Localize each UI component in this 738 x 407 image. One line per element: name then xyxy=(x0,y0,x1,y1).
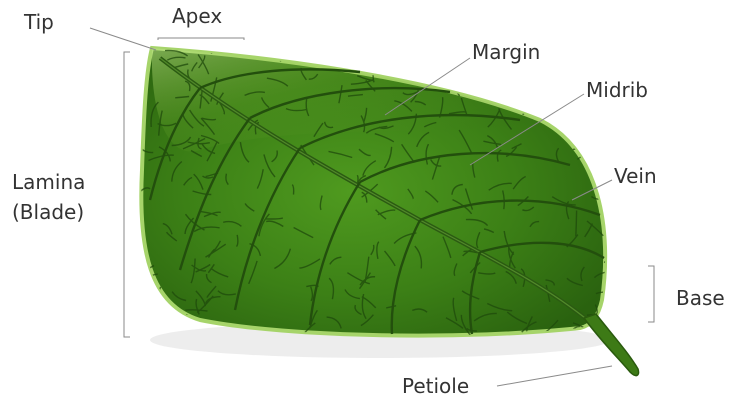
label-tip: Tip xyxy=(24,12,54,32)
label-lamina: Lamina xyxy=(12,172,85,192)
tertiary-vein xyxy=(142,319,152,329)
tertiary-vein xyxy=(227,29,241,51)
label-margin: Margin xyxy=(472,42,540,62)
tertiary-vein xyxy=(427,75,437,82)
tertiary-vein xyxy=(581,51,587,65)
label-midrib: Midrib xyxy=(586,80,648,100)
label-vein: Vein xyxy=(614,166,657,186)
label-blade: (Blade) xyxy=(12,202,84,222)
tertiary-vein xyxy=(566,63,571,83)
tertiary-vein xyxy=(587,123,602,137)
label-base: Base xyxy=(676,288,725,308)
tertiary-vein xyxy=(509,66,522,70)
tertiary-vein xyxy=(271,37,282,55)
tertiary-vein xyxy=(397,57,420,61)
tertiary-vein xyxy=(597,64,602,74)
tertiary-vein xyxy=(490,89,493,99)
tertiary-vein xyxy=(211,30,212,54)
tertiary-vein xyxy=(370,60,391,73)
tertiary-vein xyxy=(562,125,574,127)
tertiary-vein xyxy=(518,88,535,104)
tertiary-vein xyxy=(510,88,520,102)
tertiary-vein xyxy=(541,59,566,64)
tertiary-vein xyxy=(553,80,564,88)
tertiary-vein xyxy=(468,74,479,88)
tertiary-vein xyxy=(596,131,600,155)
tertiary-vein xyxy=(419,69,422,82)
tertiary-vein xyxy=(607,42,614,59)
tertiary-vein xyxy=(487,69,499,78)
label-apex: Apex xyxy=(172,6,222,26)
tertiary-vein xyxy=(372,53,383,73)
tertiary-vein xyxy=(576,211,577,237)
tertiary-vein xyxy=(510,105,530,108)
tertiary-vein xyxy=(595,113,609,122)
label-petiole: Petiole xyxy=(402,376,469,396)
